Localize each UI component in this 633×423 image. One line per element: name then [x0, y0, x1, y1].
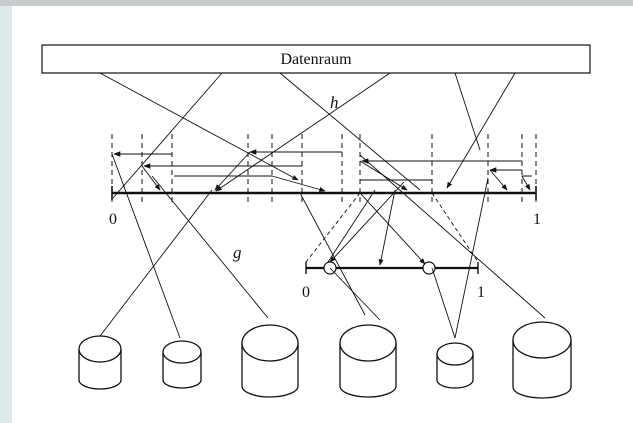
range-brackets [113, 149, 532, 181]
node-connection-lines [99, 153, 546, 339]
sub-axis-point-right [422, 261, 436, 275]
left-sidebar-strip [0, 6, 12, 423]
sub-axis-start-label: 0 [302, 284, 310, 301]
g-mapping-lines [299, 181, 426, 316]
hash-function-g-label: g [233, 243, 242, 262]
storage-node-icon [436, 342, 474, 389]
main-axis-start-label: 0 [109, 211, 117, 228]
main-interval-axis: 0 1 [109, 186, 541, 228]
storage-node-icon [162, 340, 202, 389]
data-space-label: Datenraum [280, 51, 352, 68]
partition-markers [111, 134, 537, 203]
storage-node-icon [512, 321, 572, 399]
sub-interval-axis: 0 1 [302, 261, 485, 301]
sub-interval-projection [305, 192, 479, 263]
axis-arrows [141, 151, 531, 192]
sub-axis-end-label: 1 [477, 284, 485, 301]
top-border [0, 0, 633, 6]
storage-node-icon [78, 335, 122, 390]
main-axis-end-label: 1 [533, 211, 541, 228]
hash-function-h-label: h [330, 93, 339, 112]
data-space-box: Datenraum [41, 44, 591, 74]
storage-node-icon [339, 324, 397, 398]
storage-node-icon [241, 324, 299, 398]
h-mapping-lines [99, 72, 516, 199]
storage-nodes [78, 321, 572, 399]
